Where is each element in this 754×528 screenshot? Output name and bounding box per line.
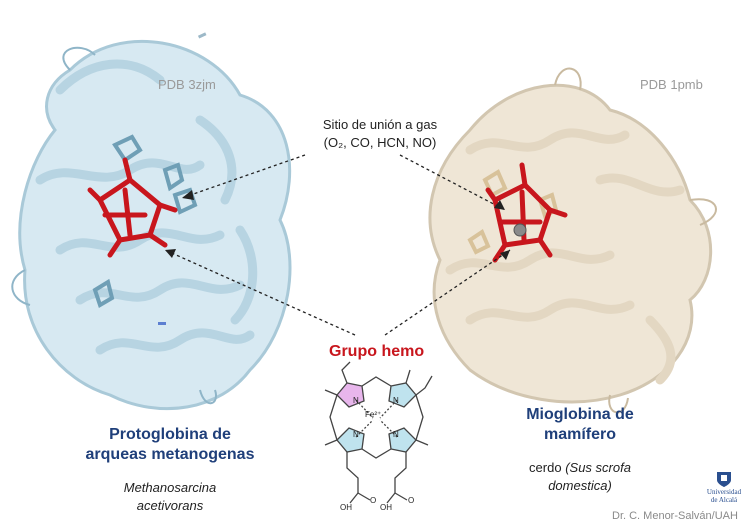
heme-chemical-structure [324, 361, 433, 504]
myoglobin-structure [428, 67, 717, 414]
gas-binding-site-gases: (O₂, CO, HCN, NO) [323, 135, 437, 150]
gas-binding-site-title: Sitio de unión a gas [322, 117, 438, 132]
myoglobin-title-line2: mamífero [543, 426, 617, 443]
heme-arrows [164, 249, 511, 336]
nitrogen-label-b: N [393, 396, 399, 405]
university-logo-line1: Universidad [706, 488, 742, 496]
nitrogen-label-c: N [353, 430, 359, 439]
protoglobin-title: Protoglobina de arqueas metanogenas [60, 425, 280, 465]
university-crest-icon [717, 472, 731, 487]
heme-group-label: Grupo hemo [329, 343, 425, 360]
carboxyl-oh-right: OH [380, 503, 392, 512]
protoglobin-species-line2: acetivorans [136, 498, 204, 513]
protoglobin-species: Methanosarcina acetivorans [90, 479, 250, 515]
pyrrole-ring-d [388, 427, 417, 453]
protoglobin-title-line1: Protoglobina de [109, 426, 231, 443]
myoglobin-species: cerdo (Sus scrofa domestica) [495, 459, 665, 495]
myoglobin-species-latin: (Sus scrofa [565, 460, 631, 475]
protoglobin-species-line1: Methanosarcina [123, 480, 217, 495]
author-credit: Dr. C. Menor-Salván/UAH [612, 510, 738, 522]
gas-site-arrows [181, 154, 506, 211]
myoglobin-species-common: cerdo [529, 460, 562, 475]
university-logo-line2: de Alcalá [710, 496, 738, 504]
protoglobin-structure [11, 32, 292, 411]
protoglobin-pdb-label: PDB 3zjm [158, 77, 216, 92]
arrow-heads [165, 190, 510, 260]
myoglobin-iron-atom [513, 223, 527, 237]
myoglobin-title-line1: Mioglobina de [526, 406, 634, 423]
myoglobin-title: Mioglobina de mamífero [480, 405, 680, 445]
myoglobin-species-line2: domestica) [548, 478, 612, 493]
gas-binding-site-label: Sitio de unión a gas (O₂, CO, HCN, NO) [295, 116, 465, 152]
carboxyl-oh-left: OH [340, 503, 352, 512]
nitrogen-label-a: N [353, 396, 359, 405]
protoglobin-title-line2: arqueas metanogenas [85, 446, 255, 463]
protoglobin-heme [87, 157, 178, 258]
myoglobin-species-line1: cerdo (Sus scrofa [495, 459, 665, 477]
carboxyl-o-left: O [370, 496, 377, 505]
myoglobin-pdb-label: PDB 1pmb [640, 77, 703, 92]
myoglobin-ribbon-body [428, 83, 713, 404]
pyrrole-ring-c [336, 427, 365, 453]
carboxyl-o-right: O [408, 496, 415, 505]
nitrogen-label-d: N [393, 430, 399, 439]
iron-label: Fe²⁺ [365, 410, 382, 419]
university-logo: Universidad de Alcalá [702, 470, 746, 504]
